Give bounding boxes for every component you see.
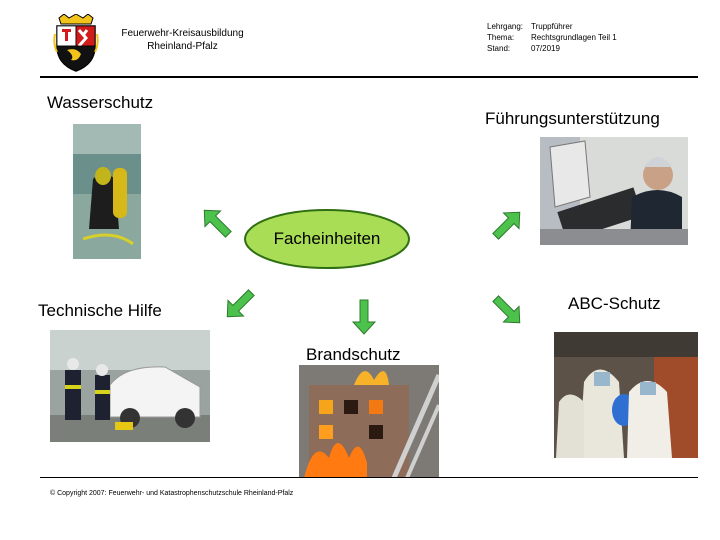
- facheinheiten-ellipse: [244, 209, 410, 269]
- label-wasserschutz: Wasserschutz: [47, 93, 154, 112]
- meta-value: Truppführer: [531, 22, 573, 31]
- course-meta: Lehrgang: Truppführer Thema: Rechtsgrundla…: [487, 21, 617, 54]
- arrow-down-right-icon: [492, 295, 521, 324]
- center-label: Facheinheiten: [273, 229, 381, 248]
- arrow-up-left-icon: [203, 209, 232, 238]
- meta-key: Stand:: [487, 44, 511, 53]
- meta-value: 07/2019: [531, 44, 560, 53]
- technical-rescue-photo: [50, 330, 210, 442]
- diver-photo: [73, 124, 141, 259]
- coat-of-arms-logo: [53, 14, 99, 72]
- label-technische-hilfe: Technische Hilfe: [38, 301, 162, 320]
- arrow-down-icon: [351, 299, 377, 335]
- operator-photo: [540, 137, 688, 245]
- header-rule: [40, 76, 698, 78]
- copyright-footer: © Copyright 2007: Feuerwehr- und Katastr…: [50, 490, 294, 497]
- meta-course: Lehrgang: Truppführer: [487, 21, 617, 32]
- label-fuehrungsunterstuetzung: Führungsunterstützung: [485, 109, 660, 128]
- meta-date: Stand: 07/2019: [487, 43, 617, 54]
- abc-protection-photo: [554, 332, 698, 458]
- fire-photo: [299, 365, 439, 478]
- meta-key: Thema:: [487, 33, 515, 42]
- meta-key: Lehrgang:: [487, 22, 524, 31]
- label-abc-schutz: ABC-Schutz: [568, 294, 661, 313]
- meta-value: Rechtsgrundlagen Teil 1: [531, 33, 617, 42]
- label-brandschutz: Brandschutz: [306, 345, 401, 364]
- organization-line-1: Feuerwehr-Kreisausbildung: [121, 28, 244, 39]
- footer-rule: [40, 477, 698, 478]
- arrow-down-left-icon: [226, 289, 255, 318]
- arrow-up-right-icon: [492, 211, 521, 240]
- organization-line-2: Rheinland-Pfalz: [147, 41, 218, 52]
- meta-topic: Thema: Rechtsgrundlagen Teil 1: [487, 32, 617, 43]
- organization-name: Feuerwehr-Kreisausbildung Rheinland-Pfal…: [100, 27, 265, 53]
